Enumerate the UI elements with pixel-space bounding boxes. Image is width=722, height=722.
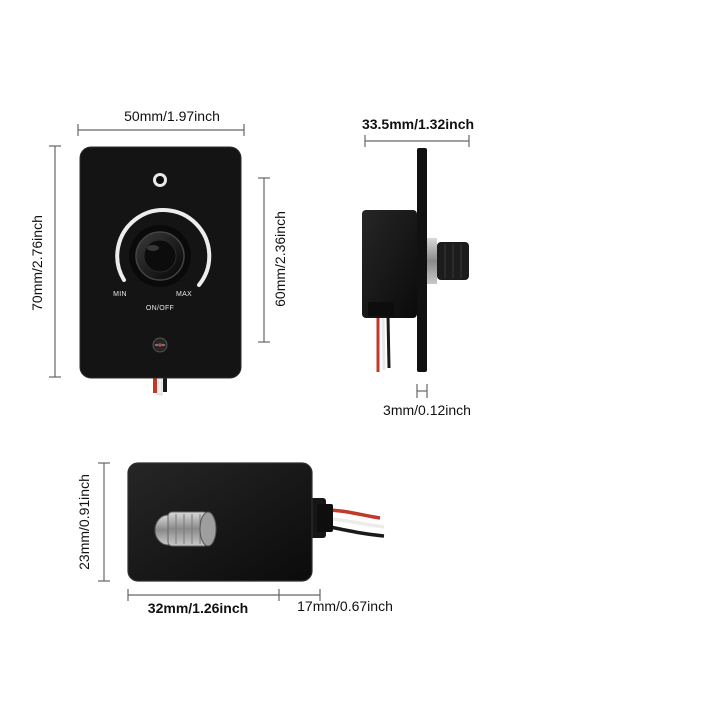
- side-depth-dimension: 33.5mm/1.32inch: [362, 116, 474, 147]
- front-inner-height-label: 60mm/2.36inch: [272, 211, 288, 307]
- box-length-label: 32mm/1.26inch: [148, 600, 248, 616]
- screw-hole-top-icon: [153, 173, 167, 187]
- box-body: [128, 463, 312, 581]
- front-height-dimension: 70mm/2.76inch: [29, 145, 61, 378]
- box-height-label: 23mm/0.91inch: [76, 474, 92, 570]
- side-faceplate-edge: [417, 148, 427, 372]
- side-thickness-label: 3mm/0.12inch: [383, 402, 471, 418]
- side-thickness-dimension: 3mm/0.12inch: [383, 384, 471, 418]
- front-height-label: 70mm/2.76inch: [29, 215, 45, 311]
- potentiometer-shaft-icon: [154, 511, 217, 547]
- box-wires: [324, 508, 385, 538]
- on-off-label: ON/OFF: [146, 305, 174, 312]
- box-depth-dimension: 17mm/0.67inch: [279, 589, 393, 614]
- min-label: MIN: [113, 291, 127, 298]
- side-view: 33.5mm/1.32inch 3mm/0.12inch: [362, 116, 474, 418]
- side-wires: [376, 314, 391, 372]
- box-view: 23mm/0.91inch 32mm/1.26: [76, 462, 393, 616]
- box-depth-label: 17mm/0.67inch: [297, 598, 393, 614]
- front-width-label: 50mm/1.97inch: [124, 108, 220, 124]
- dimmer-knob-icon: [129, 225, 191, 287]
- dial-arc: [115, 208, 212, 287]
- side-back-box: [362, 210, 417, 318]
- box-height-dimension: 23mm/0.91inch: [76, 462, 110, 582]
- max-label: MAX: [176, 291, 192, 298]
- front-view: 50mm/1.97inch 70mm/2.76inch 60mm/2.36inc…: [29, 108, 288, 396]
- screw-bottom-icon: [152, 337, 168, 353]
- front-inner-height-dimension: 60mm/2.36inch: [258, 177, 288, 343]
- box-length-dimension: 32mm/1.26inch: [127, 589, 280, 616]
- side-knob-shaft-icon: [427, 238, 469, 284]
- side-depth-label: 33.5mm/1.32inch: [362, 116, 474, 132]
- front-width-dimension: 50mm/1.97inch: [77, 108, 245, 136]
